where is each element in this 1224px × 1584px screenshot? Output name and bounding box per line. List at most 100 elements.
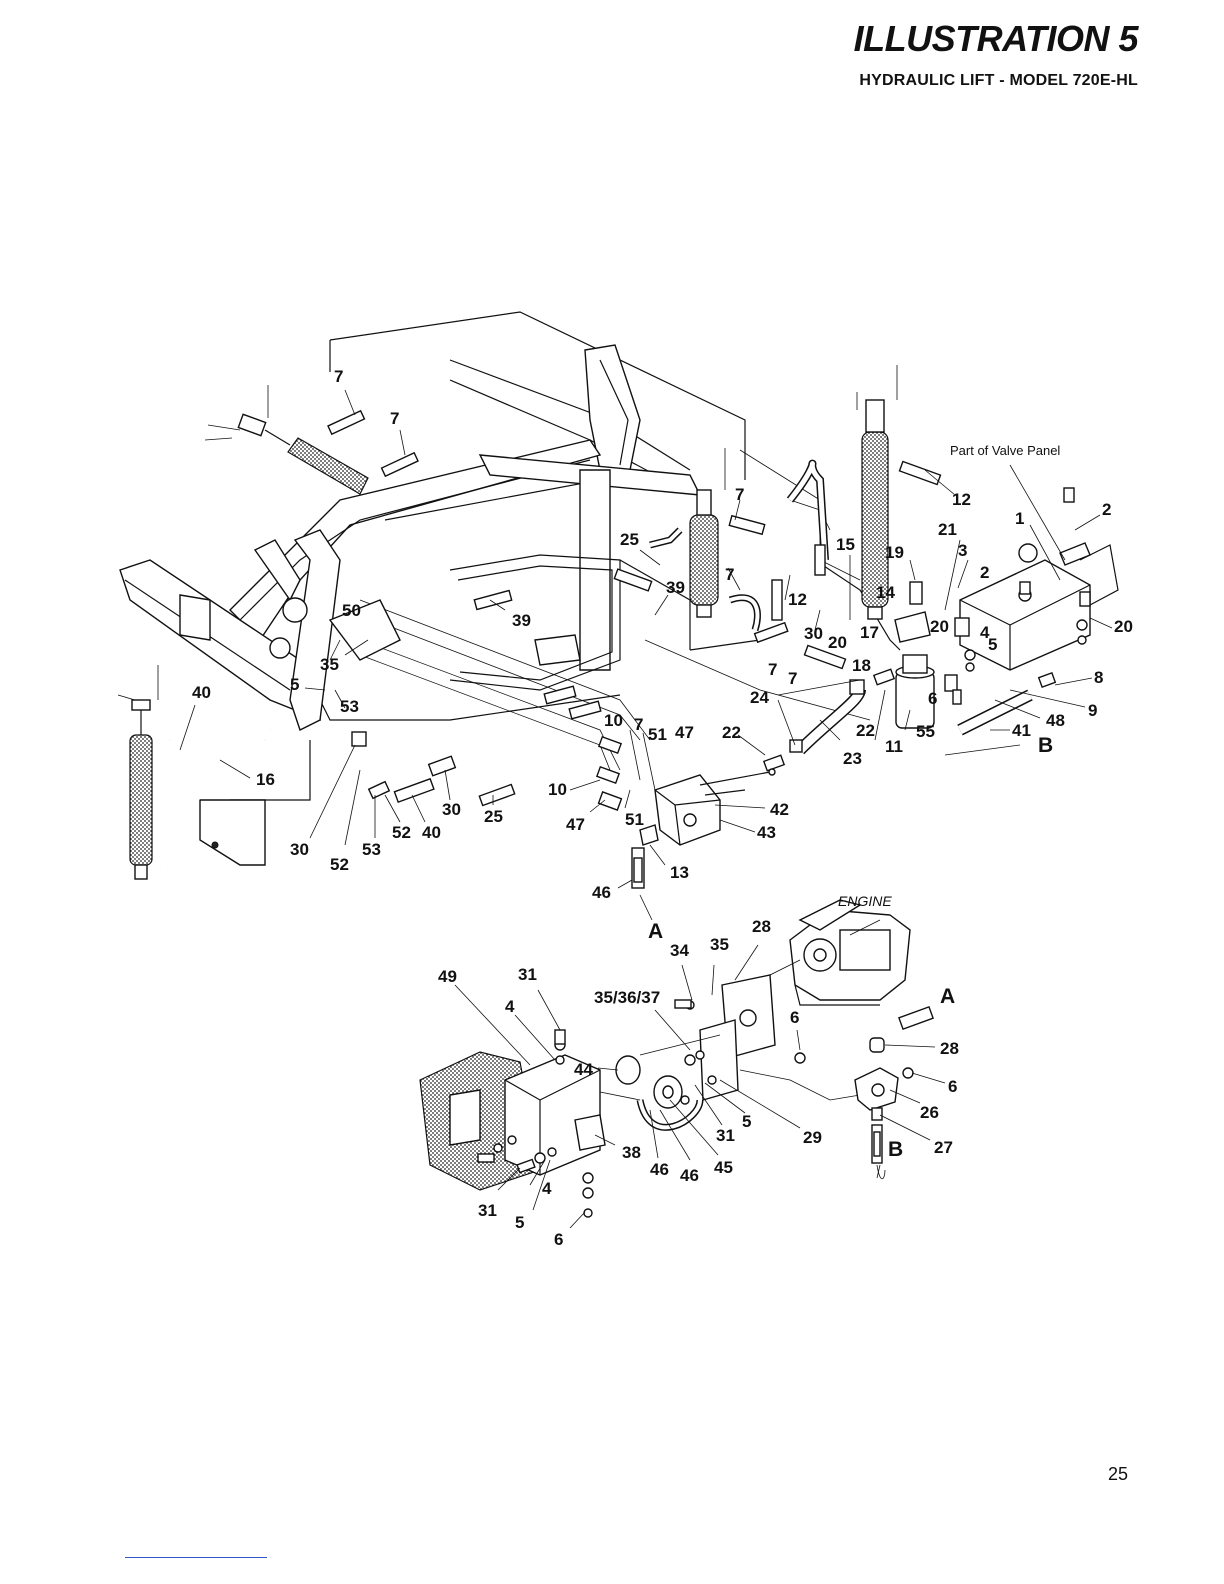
callout-47: 46 — [592, 883, 611, 902]
callout-11: 11 — [885, 737, 903, 756]
callout-1: 1 — [1015, 509, 1024, 528]
frame-structure — [229, 311, 901, 771]
callout-5: 5 — [988, 635, 997, 654]
callout-41: 41 — [1012, 721, 1031, 740]
callout-25: 25 — [620, 530, 639, 549]
callout-6: 6 — [928, 689, 937, 708]
callout-28: 28 — [940, 1039, 959, 1058]
callout-30: 28 — [752, 917, 771, 936]
callout-9: 9 — [1088, 701, 1097, 720]
callout-16: 16 — [256, 770, 275, 789]
callout-51: 50 — [342, 601, 361, 620]
page-subtitle: HYDRAULIC LIFT - MODEL 720E-HL — [859, 72, 1138, 89]
leader-lines — [179, 389, 1113, 1229]
callout-7: 7 — [334, 367, 343, 386]
callout-42: 42 — [770, 800, 789, 819]
callout-15: 15 — [836, 535, 855, 554]
page-number: 25 — [1108, 1464, 1129, 1484]
callout-8: 8 — [1094, 668, 1103, 687]
callout-10: 10 — [548, 780, 567, 799]
callout-49: 47 — [675, 723, 694, 742]
cylinder-center — [689, 448, 726, 618]
callout-labels: 7 7 7 7 7 7 7 12 12 2 2 1 21 3 15 19 14 … — [192, 367, 1133, 1249]
callout-17: 17 — [860, 623, 879, 642]
callout-24: 24 — [750, 688, 769, 707]
callout-18: 18 — [852, 656, 871, 675]
callout-31: 31 — [478, 1201, 497, 1220]
callout-47: 46 — [650, 1160, 669, 1179]
callout-10: 10 — [604, 711, 623, 730]
callout-50: 49 — [438, 967, 457, 986]
callout-49: 47 — [566, 815, 585, 834]
callout-40: 40 — [422, 823, 441, 842]
callout-52: 51 — [648, 725, 667, 744]
callout-35: 35 — [320, 655, 339, 674]
callout-5: 5 — [742, 1112, 751, 1131]
callout-32: 30 — [804, 624, 823, 643]
callout-53: 52 — [330, 855, 349, 874]
callout-32: 30 — [290, 840, 309, 859]
callout-35: 35 — [710, 935, 729, 954]
callout-4: 4 — [505, 997, 515, 1016]
callout-54: 53 — [362, 840, 381, 859]
callout-5: 5 — [515, 1213, 524, 1232]
callout-20: 20 — [828, 633, 847, 652]
callout-25: 25 — [484, 807, 503, 826]
connector-a-label-lower: A — [940, 985, 955, 1008]
callout-27: 27 — [934, 1138, 953, 1157]
callout-7: 7 — [390, 409, 399, 428]
callout-14: 14 — [876, 583, 895, 602]
cylinder-left — [117, 665, 159, 880]
callout-6: 6 — [554, 1230, 563, 1249]
callout-2: 2 — [1102, 500, 1111, 519]
callout-31: 31 — [518, 965, 537, 984]
callout-13: 13 — [670, 863, 689, 882]
callout-32: 30 — [442, 800, 461, 819]
fittings — [351, 460, 942, 811]
shroud-and-belt-guard — [419, 1029, 606, 1218]
callout-7: 7 — [725, 565, 734, 584]
callout-45: 45 — [714, 1158, 733, 1177]
callout-55: 55 — [916, 722, 935, 741]
callout-23: 23 — [843, 749, 862, 768]
callout-40: 40 — [192, 683, 211, 702]
cylinder-right — [856, 365, 898, 620]
callout-53: 52 — [392, 823, 411, 842]
connector-b-label-upper: B — [1038, 734, 1053, 757]
callout-21: 21 — [938, 520, 957, 539]
callout-22: 22 — [722, 723, 741, 742]
callout-12: 12 — [952, 490, 971, 509]
pump-mount-assembly — [589, 959, 861, 1109]
callout-54: 53 — [340, 697, 359, 716]
callout-43: 43 — [757, 823, 776, 842]
callout-6: 6 — [790, 1008, 799, 1027]
callout-20: 20 — [930, 617, 949, 636]
callout-12: 12 — [788, 590, 807, 609]
callout-38: 39 — [512, 611, 531, 630]
callout-31: 31 — [716, 1126, 735, 1145]
page-title: ILLUSTRATION 5 — [853, 18, 1139, 59]
callout-6: 6 — [948, 1077, 957, 1096]
callout-34: 34 — [670, 941, 689, 960]
callout-2: 2 — [980, 563, 989, 582]
callout-7: 7 — [768, 660, 777, 679]
callout-7: 7 — [735, 485, 744, 504]
engine-label: ENGINE — [838, 893, 892, 909]
left-arm-assembly — [119, 529, 401, 866]
connector-b-label-lower: B — [888, 1138, 903, 1161]
callout-35-36-37: 35/36/37 — [594, 988, 660, 1007]
callout-19: 19 — [885, 543, 904, 562]
connector-a-label-upper: A — [648, 920, 663, 943]
callout-29: 29 — [803, 1128, 822, 1147]
callout-39: 38 — [622, 1143, 641, 1162]
callout-52: 51 — [625, 810, 644, 829]
valve-panel-note: Part of Valve Panel — [950, 443, 1060, 458]
callout-48: 48 — [1046, 711, 1065, 730]
callout-46: 46 — [680, 1166, 699, 1185]
pump — [854, 1005, 934, 1164]
cylinder-upper-left — [204, 385, 419, 495]
engine — [789, 899, 911, 1006]
callout-4: 4 — [980, 623, 990, 642]
callout-20: 20 — [1114, 617, 1133, 636]
callout-5: 5 — [290, 675, 299, 694]
